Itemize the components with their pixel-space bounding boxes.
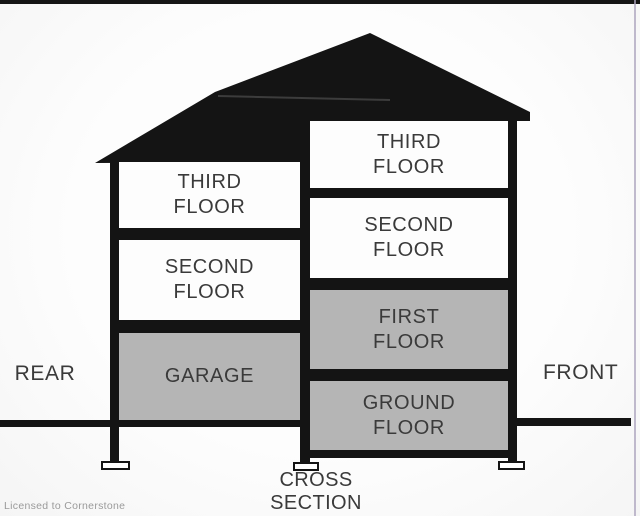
- diagram-caption: CROSS SECTION: [270, 469, 362, 514]
- front-floor-divider-3: [310, 369, 508, 381]
- floor-front-second-label: SECOND FLOOR: [364, 214, 454, 261]
- front-wall: [508, 111, 517, 462]
- rear-side-label: REAR: [14, 362, 76, 385]
- top-border-strip: [0, 0, 640, 4]
- floor-front-second: SECOND FLOOR: [310, 198, 508, 278]
- floor-rear-garage-label: GARAGE: [164, 365, 255, 387]
- footing-front: [498, 461, 525, 470]
- floor-rear-third: THIRD FLOOR: [119, 162, 300, 228]
- ground-line-front: [517, 418, 631, 426]
- center-wall: [300, 116, 310, 463]
- floor-front-third-label: THIRD FLOOR: [373, 130, 445, 178]
- footing-center: [293, 462, 319, 471]
- floor-front-first: FIRST FLOOR: [310, 290, 508, 369]
- front-side-label: FRONT: [543, 361, 619, 384]
- floor-front-first-label: FIRST FLOOR: [373, 305, 445, 353]
- roof-ridge-seam: [217, 95, 391, 101]
- floor-front-third: THIRD FLOOR: [310, 121, 508, 188]
- front-slab: [302, 450, 517, 458]
- floor-rear-second-label: SECOND FLOOR: [164, 256, 255, 303]
- floor-rear-second: SECOND FLOOR: [119, 240, 300, 320]
- rear-wall: [110, 156, 119, 462]
- floor-rear-third-label: THIRD FLOOR: [173, 171, 246, 218]
- ground-line-rear: [0, 420, 310, 427]
- floor-front-ground-label: GROUND FLOOR: [362, 391, 456, 439]
- right-edge-line: [634, 0, 636, 516]
- floor-front-ground: GROUND FLOOR: [310, 381, 508, 450]
- rear-floor-divider-1: [119, 228, 300, 240]
- license-watermark: Licensed to Cornerstone: [4, 500, 126, 512]
- rear-floor-divider-2: [119, 320, 300, 333]
- floor-rear-garage: GARAGE: [119, 333, 300, 420]
- footing-rear: [101, 461, 130, 470]
- front-floor-divider-2: [310, 278, 508, 290]
- front-floor-divider-1: [310, 188, 508, 198]
